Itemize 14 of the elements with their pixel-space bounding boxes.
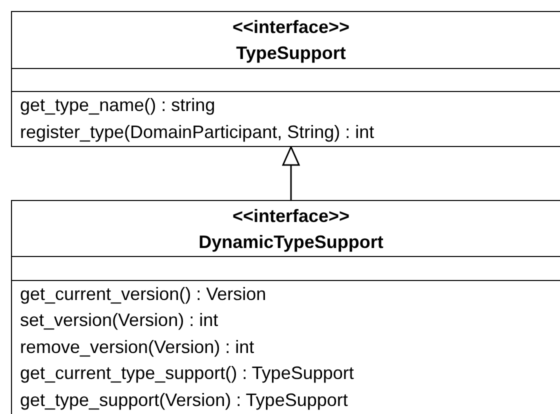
method-signature: get_type_support(Version) : TypeSupport [20, 388, 348, 412]
method-signature: get_current_version() : Version [20, 283, 266, 306]
interface-class-box [11, 200, 560, 414]
method-signature: register_type(DomainParticipant, String) : int [20, 121, 374, 144]
class-name: TypeSupport [235, 42, 347, 65]
method-signature: set_version(Version) : int [20, 309, 218, 332]
generalization-arrow [282, 146, 300, 200]
method-signature: remove_version(Version) : int [20, 336, 254, 359]
interface-class-box [11, 11, 560, 147]
stereotype-label: <<interface>> [231, 204, 351, 228]
method-signature: get_type_name() : string [20, 94, 216, 117]
class-name: DynamicTypeSupport [198, 230, 384, 254]
stereotype-label: <<interface>> [231, 16, 351, 39]
method-signature: get_current_type_support() : TypeSupport [20, 362, 354, 386]
